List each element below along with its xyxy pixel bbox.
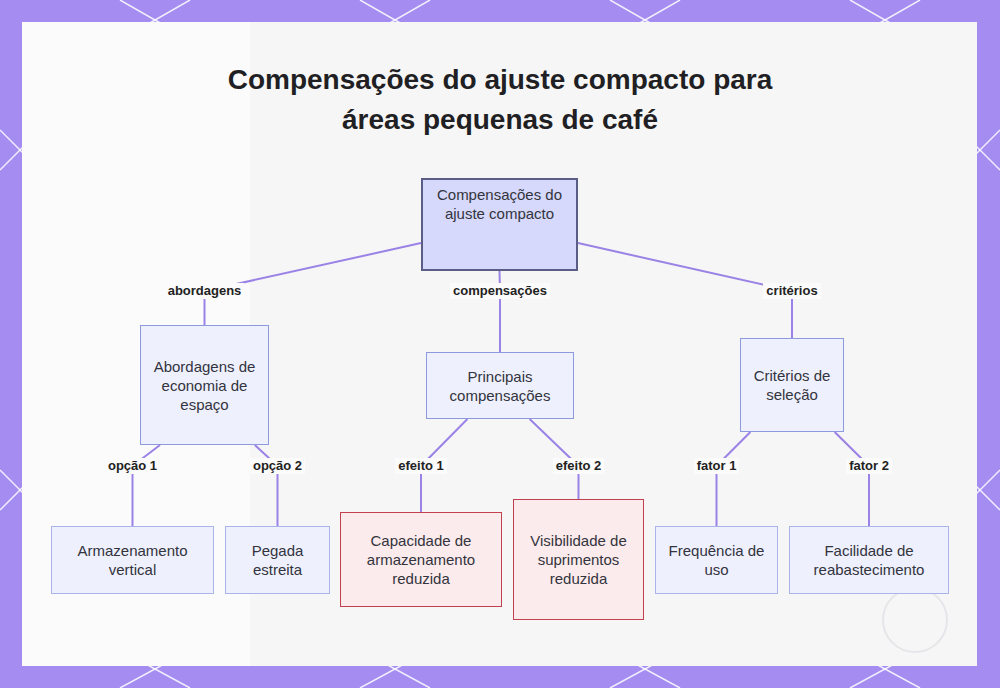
concept-box: Frequência de uso [655, 526, 778, 594]
node-text: Armazenamento vertical [62, 541, 203, 579]
edge-label: efeito 2 [553, 458, 605, 474]
node-text: Frequência de uso [666, 541, 767, 579]
root-box: Compensações do ajuste compacto [421, 178, 578, 271]
concept-box: Armazenamento vertical [51, 526, 214, 594]
concept-box: Critérios de seleção [740, 338, 844, 432]
node-text: Capacidade de armazenamento reduzida [351, 531, 491, 588]
connector-line [578, 243, 792, 338]
concept-box: Facilidade de reabastecimento [789, 526, 949, 594]
content-panel [22, 22, 977, 666]
edge-label: efeito 1 [395, 458, 447, 474]
edge-label: opção 2 [250, 458, 305, 474]
concept-box: Principais compensações [426, 352, 574, 419]
edge-label: fator 2 [846, 458, 892, 474]
diagram-title: Compensações do ajuste compacto para áre… [190, 60, 810, 140]
connector-line [835, 432, 869, 526]
edge-label: critérios [763, 283, 820, 299]
node-text: Critérios de seleção [751, 366, 833, 404]
edge-label: fator 1 [694, 458, 740, 474]
edge-label: opção 1 [105, 458, 160, 474]
node-text: Facilidade de reabastecimento [800, 541, 938, 579]
node-text: Compensações do ajuste compacto [433, 185, 566, 223]
edge-label: abordagens [165, 283, 245, 299]
node-text: Pegada estreita [236, 541, 319, 579]
effect-box: Capacidade de armazenamento reduzida [340, 512, 502, 607]
logo-mark [883, 588, 947, 652]
concept-box: Pegada estreita [225, 526, 330, 594]
node-text: Visibilidade de suprimentos reduzida [524, 531, 633, 588]
concept-box: Abordagens de economia de espaço [140, 325, 269, 445]
node-text: Principais compensações [437, 367, 563, 405]
edge-label: compensações [450, 283, 550, 299]
connector-line [717, 432, 751, 526]
node-text: Abordagens de economia de espaço [151, 357, 258, 414]
effect-box: Visibilidade de suprimentos reduzida [513, 499, 644, 620]
